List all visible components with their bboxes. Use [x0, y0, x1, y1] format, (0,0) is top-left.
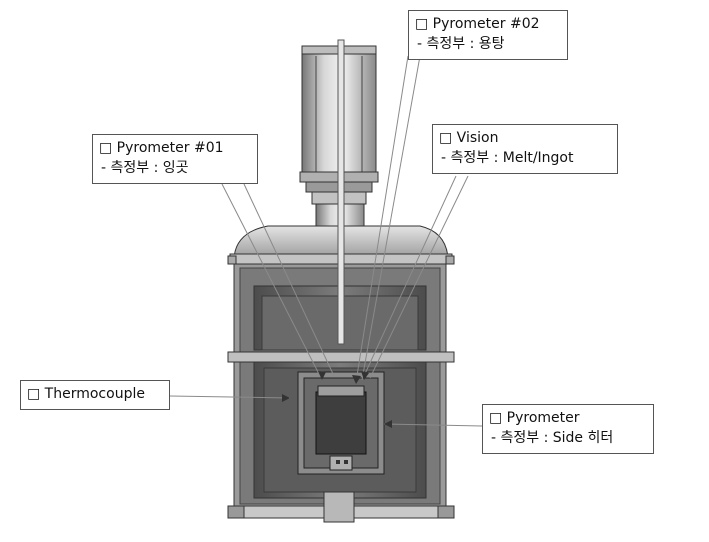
leader-line-pyrometer02-b — [361, 55, 421, 381]
label-thermocouple: □ Thermocouple — [20, 380, 170, 410]
leader-arrowheads — [282, 371, 392, 428]
leader-line-thermocouple — [169, 395, 291, 399]
label-pyrometer-01-title: □ Pyrometer #01 — [99, 140, 224, 156]
label-vision: □ Vision - 측정부 : Melt/Ingot — [432, 124, 618, 174]
arrowhead-thermocouple — [282, 394, 290, 402]
label-pyrometer-side: □ Pyrometer - 측정부 : Side 히터 — [482, 404, 654, 454]
label-pyrometer-01: □ Pyrometer #01 - 측정부 : 잉곳 — [92, 134, 258, 184]
leader-line-pyrometer01 — [221, 183, 321, 377]
arrowhead-pyrometer01 — [318, 371, 326, 380]
label-pyrometer-side-title: □ Pyrometer — [489, 410, 580, 426]
arrowhead-pyrometer02 — [352, 375, 361, 384]
leader-lines — [169, 55, 483, 427]
label-thermocouple-title: □ Thermocouple — [27, 386, 145, 402]
arrowhead-vision — [361, 371, 369, 380]
label-pyrometer-02-sub: - 측정부 : 용탕 — [417, 36, 505, 52]
label-pyrometer-02-title: □ Pyrometer #02 — [415, 16, 540, 32]
label-pyrometer-02: □ Pyrometer #02 - 측정부 : 용탕 — [408, 10, 568, 60]
label-vision-title: □ Vision — [439, 130, 499, 146]
leader-line-vision-b — [369, 175, 469, 379]
label-pyrometer-01-sub: - 측정부 : 잉곳 — [101, 160, 189, 176]
label-pyrometer-side-sub: - 측정부 : Side 히터 — [491, 430, 614, 446]
crucible-assembly — [297, 371, 385, 475]
label-vision-sub: - 측정부 : Melt/Ingot — [441, 150, 574, 166]
leader-line-pyrometer01-b — [243, 183, 335, 377]
arrowhead-pyrometer-side — [384, 420, 392, 428]
leader-line-vision — [363, 175, 457, 377]
leader-line-pyrometer-side — [383, 423, 483, 427]
leader-line-pyrometer02 — [355, 55, 409, 383]
pull-rod — [337, 39, 345, 345]
